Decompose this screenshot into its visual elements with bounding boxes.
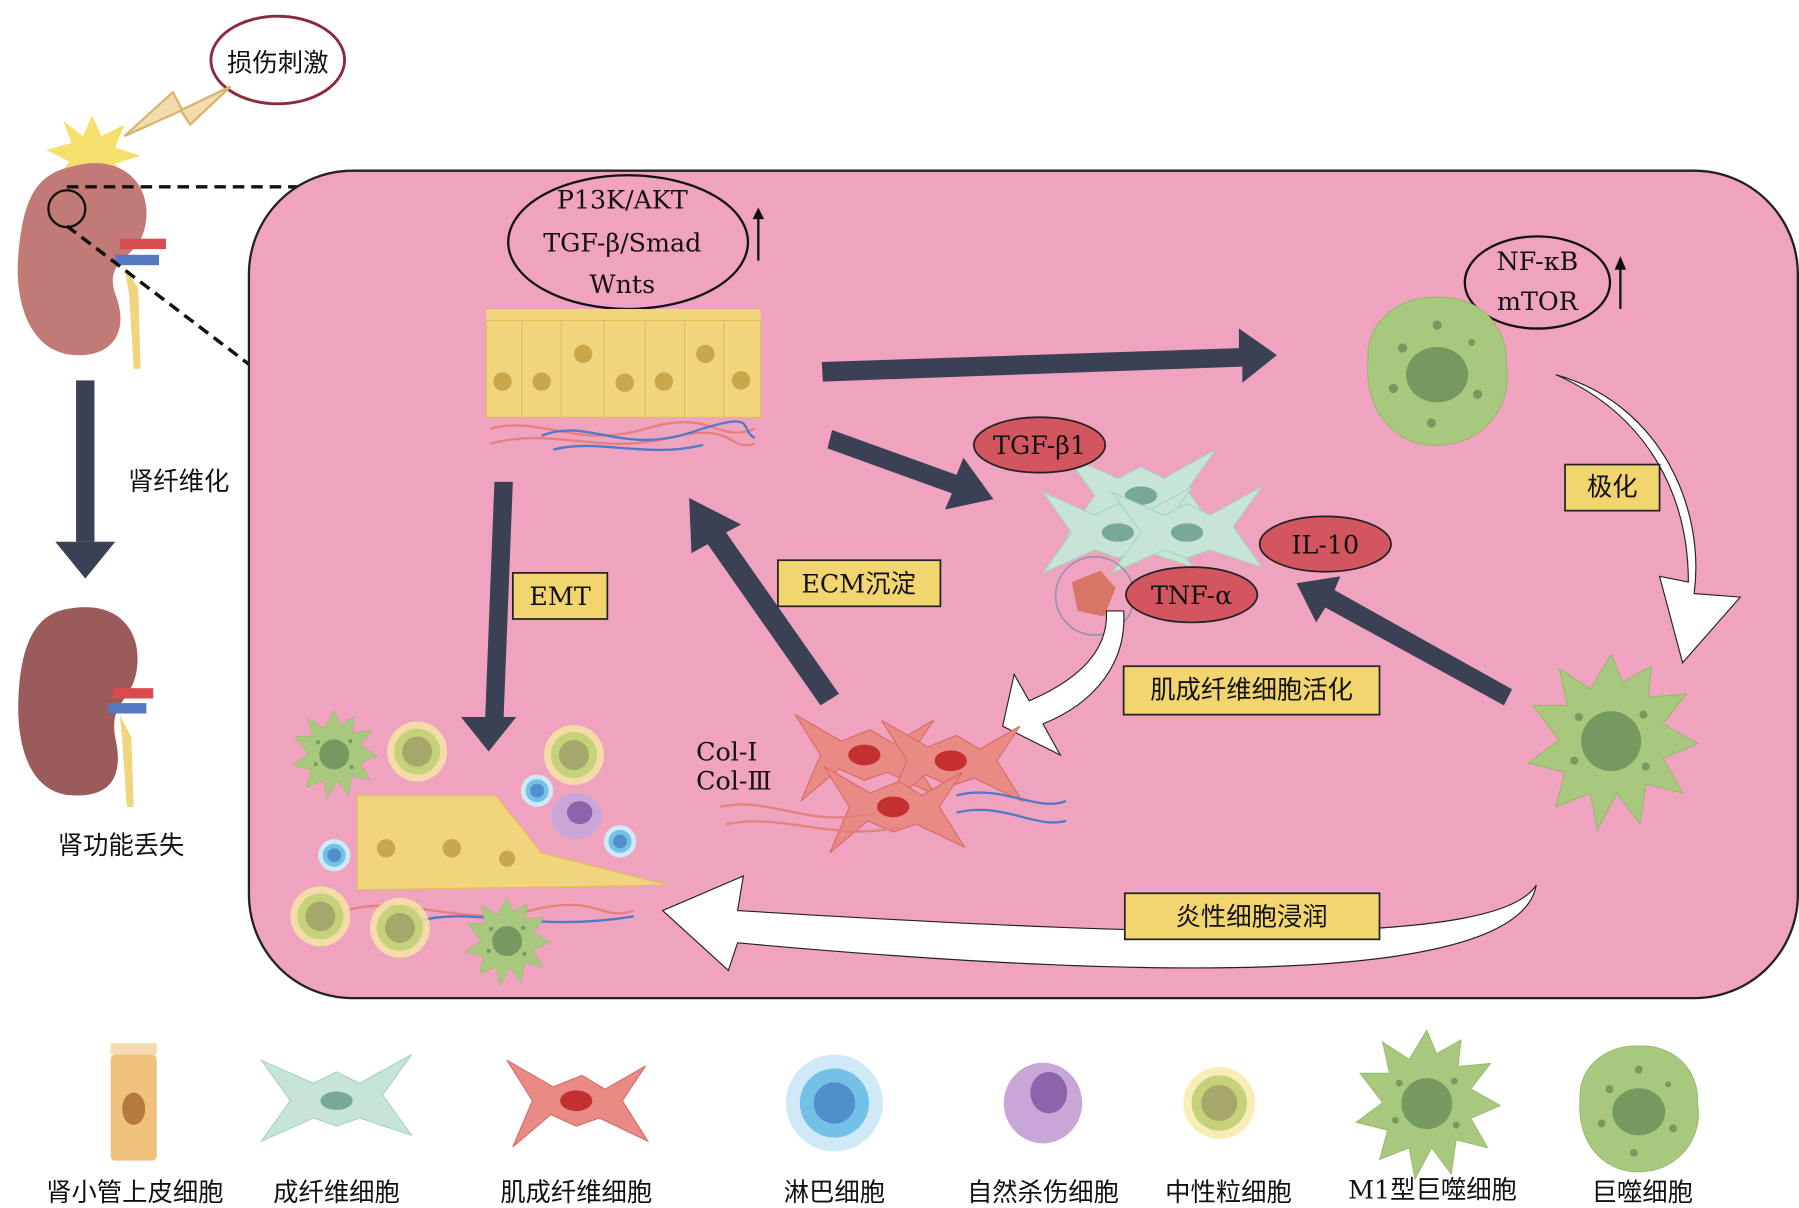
emt-arrow — [460, 481, 517, 752]
macrophage-cell-icon — [1367, 296, 1508, 446]
arrow-to-macrophage — [821, 328, 1277, 383]
myofibroblast-icon — [506, 1059, 649, 1148]
legend-item-lymphocyte: 淋巴细胞 — [784, 1054, 885, 1207]
fibrosis-label: 肾纤维化 — [128, 466, 229, 496]
injury-label: 损伤刺激 — [227, 48, 328, 78]
legend-label: 中性粒细胞 — [1165, 1177, 1292, 1207]
legend-label: 自然杀伤细胞 — [967, 1177, 1119, 1207]
m1-macrophage-icon — [1355, 1029, 1501, 1180]
legend-item-m1-macrophage: M1型巨噬细胞 — [1348, 1029, 1517, 1205]
healthy-kidney-icon — [17, 163, 166, 369]
zoom-line-bottom — [65, 224, 250, 366]
tgf-b1-label: TGF-β1 — [993, 430, 1086, 460]
collagen-3-label: Col-Ⅲ — [696, 766, 772, 796]
emt-label: EMT — [529, 581, 590, 611]
fibrosis-arrow — [55, 380, 116, 579]
myofibroblast-activation-box — [1122, 665, 1381, 716]
polarization-arrow — [1555, 374, 1742, 664]
legend-item-nk-cell: 自然杀伤细胞 — [967, 1062, 1119, 1207]
myofibroblast-cluster — [720, 714, 1067, 854]
pathway-tgf-smad: TGF-β/Smad — [543, 227, 701, 257]
injury-circle — [209, 14, 347, 106]
polarization-label: 极化 — [1587, 472, 1638, 502]
tgf-b1-badge — [972, 416, 1107, 474]
legend-label: 巨噬细胞 — [1592, 1177, 1693, 1207]
damaged-kidney-icon — [18, 607, 154, 807]
lightning-icon — [123, 85, 232, 138]
fibroblast-icon — [261, 1054, 413, 1142]
infiltrated-tissue-cluster — [290, 710, 669, 986]
il10-label: IL-10 — [1292, 529, 1360, 559]
legend-item-tubular-epithelial-cell: 肾小管上皮细胞 — [46, 1043, 224, 1207]
collagen-1-label: Col-Ⅰ — [696, 737, 757, 767]
legend-label: 肾小管上皮细胞 — [46, 1177, 223, 1207]
legend-label: 淋巴细胞 — [784, 1177, 885, 1207]
emt-box — [511, 572, 609, 620]
function-loss-label: 肾功能丢失 — [58, 830, 185, 860]
inflammation-box — [1123, 892, 1381, 941]
arrow-to-fibroblast — [827, 429, 994, 510]
ecm-arrow — [689, 497, 839, 706]
arrow-to-cytokines — [1296, 576, 1513, 706]
macrophage-pathways: NF-κB mTOR — [1463, 235, 1627, 330]
lymphocyte-icon — [785, 1054, 883, 1152]
tnf-alpha-badge — [1125, 566, 1259, 624]
legend-label: 成纤维细胞 — [273, 1177, 400, 1207]
legend-item-myofibroblast: 肌成纤维细胞 — [500, 1059, 652, 1207]
legend-label: M1型巨噬细胞 — [1348, 1175, 1517, 1205]
legend-label: 肌成纤维细胞 — [500, 1177, 652, 1207]
pathway-mtor: mTOR — [1497, 286, 1579, 316]
macrophage-icon — [1579, 1045, 1699, 1173]
inflammation-label: 炎性细胞浸润 — [1176, 902, 1328, 932]
tubular-epithelium — [485, 308, 762, 452]
pathway-pi3k: P13K/AKT — [557, 185, 688, 215]
il10-badge — [1258, 515, 1392, 573]
activation-arrow — [1001, 610, 1125, 757]
legend-item-neutrophil: 中性粒细胞 — [1165, 1067, 1292, 1207]
ecm-label: ECM沉淀 — [801, 568, 916, 598]
pathway-wnts: Wnts — [590, 269, 656, 299]
tnf-alpha-label: TNF-α — [1151, 580, 1232, 610]
myofibroblast-activation-label: 肌成纤维细胞活化 — [1150, 675, 1353, 705]
neutrophil-icon — [1183, 1067, 1256, 1139]
inflammation-arrow — [661, 875, 1537, 972]
legend-item-macrophage: 巨噬细胞 — [1579, 1045, 1699, 1207]
ecm-box — [777, 559, 942, 608]
polarization-box — [1564, 463, 1661, 512]
legend-item-fibroblast: 成纤维细胞 — [261, 1054, 413, 1207]
legend: 肾小管上皮细胞 成纤维细胞 肌成纤维细胞 淋巴细胞 自然杀伤细胞 中性粒细胞 M… — [46, 1029, 1699, 1207]
pathway-nfkb: NF-κB — [1497, 246, 1579, 276]
